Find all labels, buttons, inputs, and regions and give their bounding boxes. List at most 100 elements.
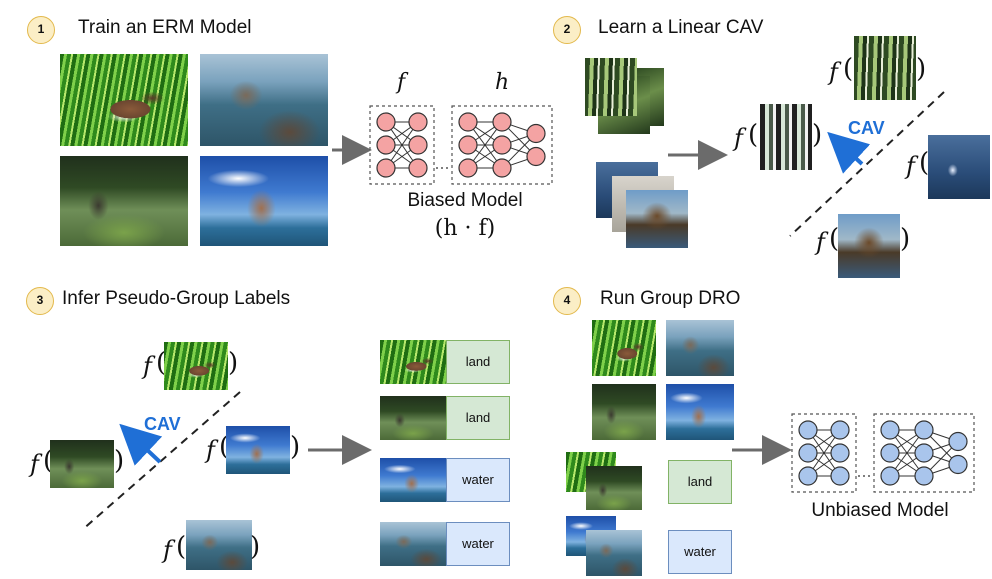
network-node [458,158,478,178]
paren-open: ( [219,432,230,462]
paren-open: ( [829,224,840,254]
paren-open: ( [843,54,854,84]
network-node [492,158,512,178]
paren-close: ) [916,54,927,84]
dro-image-shore-bird [592,384,656,440]
step-2-badge: 2 [553,16,581,44]
network-node [492,112,512,132]
pseudo-label-land: land [446,340,510,384]
shore-bird-feature-image [50,440,114,488]
unbiased-model-caption: Unbiased Model [811,500,949,521]
network-node [526,123,546,144]
bamboo-feature-image [854,36,916,100]
dro-image-sky-bird [666,384,734,440]
paren-open: ( [43,446,54,476]
network-node [376,112,396,132]
labeled-image-sea-bird [380,522,446,566]
pseudo-label-water: water [446,458,510,502]
concept-image-bamboo [585,58,637,116]
network-node [408,135,428,155]
group-water-stack-front [586,530,642,576]
labeled-image-shore-bird [380,396,446,440]
encoder-f-box [791,413,857,493]
group-label-land: land [668,460,732,504]
encoder-f-box [369,105,435,185]
pseudo-label-land: land [446,396,510,440]
network-node [408,112,428,132]
network-node [830,466,850,486]
network-node [830,443,850,463]
f-of-shore-bird: f [30,450,39,478]
f-of-ocean: f [906,152,915,180]
paren-open: ( [748,120,759,150]
cav-arrow-step3 [119,423,163,466]
concept-feature-image [760,104,812,170]
network-node [458,135,478,155]
dro-image-sea-bird [666,320,734,376]
f-of-sky-bird: f [206,436,215,464]
network-node [458,112,478,132]
decision-boundary-step2 [789,91,945,237]
training-image-bird-sky [200,156,328,246]
network-node [798,443,818,463]
network-node [526,146,546,167]
network-node [880,420,900,440]
head-h-box [451,105,553,185]
network-node [914,420,934,440]
paren-close: ) [900,224,911,254]
network-node [914,466,934,486]
labeled-image-sky-bird [380,458,446,502]
network-node [376,135,396,155]
biased-model-formula: (h · f) [434,216,496,241]
labeled-image-grass-bird [380,340,446,384]
group-land-stack-front [586,466,642,510]
step-1-badge: 1 [27,16,55,44]
lake-feature-image [838,214,900,278]
paren-open: ( [176,532,187,562]
network-node [948,431,968,452]
pseudo-label-water: water [446,522,510,566]
ocean-feature-image [928,135,990,199]
network-node [914,443,934,463]
paren-open: ( [919,148,930,178]
h-label: h [495,70,510,95]
network-node [798,420,818,440]
f-of-grass-bird: f [143,352,152,380]
f-of-sea-bird: f [163,536,172,564]
network-node [880,466,900,486]
decision-boundary-step3 [81,391,241,531]
grass-bird-feature-image [164,342,228,390]
f-label: f [397,70,406,95]
dro-image-grass-bird [592,320,656,376]
unbiased-network [791,413,975,493]
step-1-title: Train an ERM Model [78,17,252,38]
f-of-lake: f [816,228,825,256]
training-image-bird-shore [60,156,188,246]
random-image-lake [626,190,688,248]
step-4-badge: 4 [553,287,581,315]
sea-bird-feature-image [186,520,252,570]
step-3-badge: 3 [26,287,54,315]
network-node [798,466,818,486]
sky-bird-feature-image [226,426,290,474]
group-label-water: water [668,530,732,574]
biased-network [369,105,553,185]
f-of-concept: f [734,124,743,152]
network-node [492,135,512,155]
paren-close: ) [228,348,239,378]
paren-close: ) [250,532,261,562]
training-image-bird-grass [60,54,188,146]
network-node [880,443,900,463]
step-2-title: Learn a Linear CAV [598,17,764,38]
step-4-title: Run Group DRO [600,288,741,309]
paren-open: ( [156,348,167,378]
network-node [830,420,850,440]
paren-close: ) [290,432,301,462]
network-node [948,454,968,475]
paren-close: ) [114,446,125,476]
step-3-title: Infer Pseudo-Group Labels [62,288,291,309]
biased-model-caption: Biased Model [407,190,523,211]
f-of-bamboo: f [829,58,838,86]
network-node [376,158,396,178]
